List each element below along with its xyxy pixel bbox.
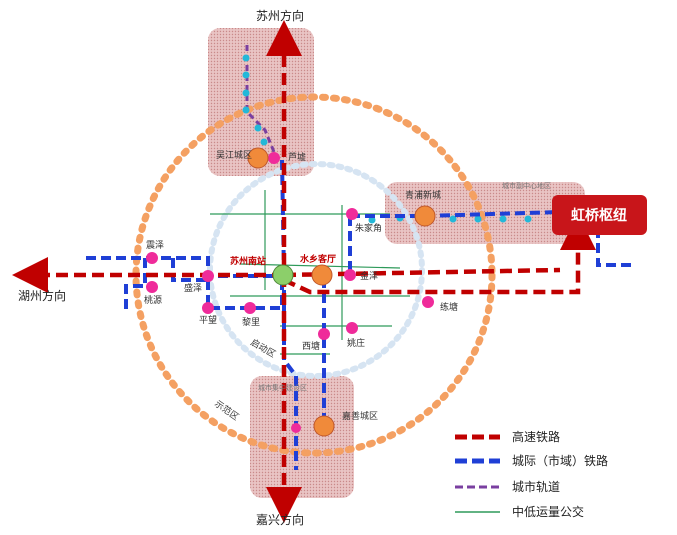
inner-ring <box>207 161 425 379</box>
station-jiashan <box>313 415 335 437</box>
label-shengze: 盛泽 <box>184 282 202 294</box>
zone-north-label: 吴江城区 <box>216 150 252 161</box>
station-shuixiang <box>311 264 333 286</box>
label-lizetown: 芦墟 <box>288 151 306 163</box>
legend-label-intercity: 城际（市域）铁路 <box>512 453 608 468</box>
hub-box[interactable] <box>552 195 647 235</box>
hub-stations <box>247 147 436 437</box>
legend-label-bus: 中低运量公交 <box>512 504 584 519</box>
direction-west: 湖州方向 <box>18 288 66 303</box>
station-wujiang <box>247 147 269 169</box>
zone-east-label: 青浦新城 <box>405 189 441 201</box>
label-zhenze: 震泽 <box>146 240 164 251</box>
label-suzhou-south: 苏州南站 <box>230 255 266 267</box>
station-liantang <box>422 296 434 308</box>
station-suzhou-south <box>272 264 294 286</box>
label-taoyuan: 桃源 <box>144 294 162 306</box>
station-xitang <box>318 328 330 340</box>
station-south-mid <box>291 423 301 433</box>
station-jinze <box>344 269 356 281</box>
label-shuixiang: 水乡客厅 <box>300 253 336 265</box>
station-zhujiajiao <box>346 208 358 220</box>
station-lizetown <box>268 152 280 164</box>
station-shengze <box>202 270 214 282</box>
label-zhujiajiao: 朱家角 <box>355 222 382 234</box>
legend-label-metro: 城市轨道 <box>512 479 560 494</box>
hub-label: 虹桥枢纽 <box>571 207 627 224</box>
label-yaozhuang: 姚庄 <box>347 337 365 349</box>
zone-south <box>250 376 354 498</box>
direction-south: 嘉兴方向 <box>256 512 304 527</box>
label-lili: 黎里 <box>242 316 260 328</box>
station-lili <box>244 302 256 314</box>
station-zhenze <box>146 252 158 264</box>
label-pingwang: 平望 <box>199 314 217 326</box>
station-taoyuan <box>146 281 158 293</box>
legend: 高速铁路 城际（市域）铁路 城市轨道 中低运量公交 <box>455 429 608 519</box>
legend-label-high-speed: 高速铁路 <box>512 429 560 444</box>
label-xitang: 西塘 <box>302 340 320 352</box>
station-pingwang <box>202 302 214 314</box>
direction-north: 苏州方向 <box>256 8 304 23</box>
station-yaozhuang <box>346 322 358 334</box>
zone-south-label: 嘉善城区 <box>342 410 378 422</box>
bus-lines <box>210 190 410 355</box>
station-qingpu <box>414 205 436 227</box>
label-liantang: 练塘 <box>440 301 458 313</box>
stations-pink <box>146 152 434 433</box>
metro-line <box>245 45 276 153</box>
label-jinze: 金泽 <box>360 270 378 282</box>
zone-south-small-label: 城市集中建设区 <box>258 383 307 392</box>
zone-east-small-label: 城市副中心地区 <box>502 181 551 190</box>
ring-label-demo: 示范区 <box>212 398 241 423</box>
